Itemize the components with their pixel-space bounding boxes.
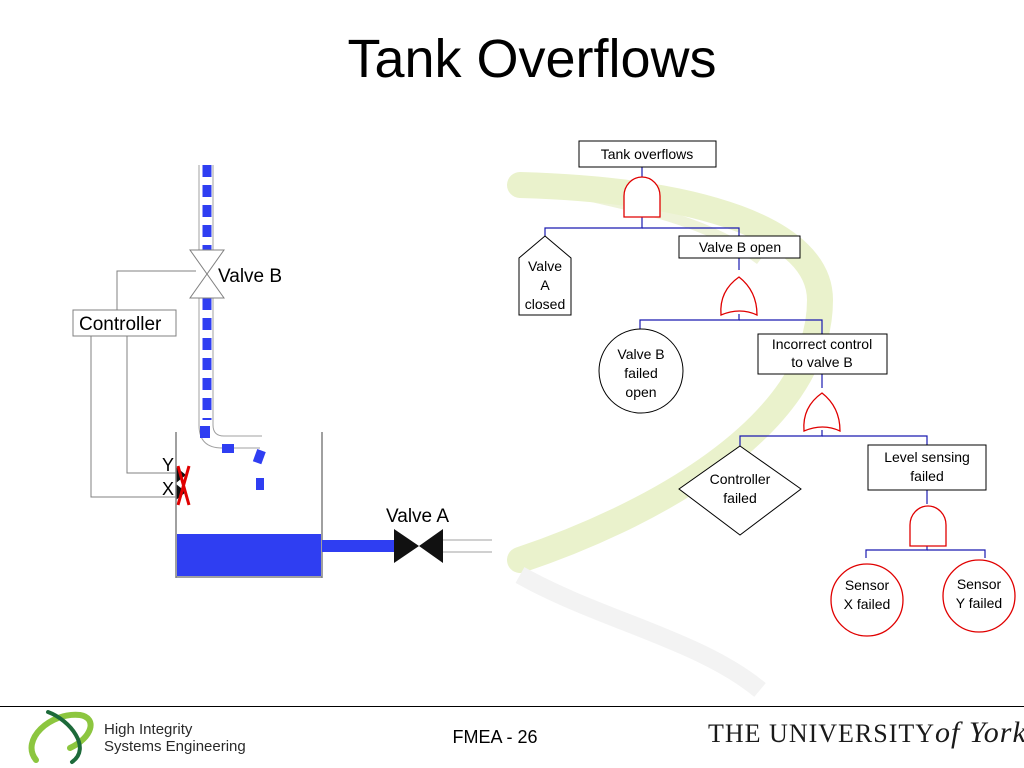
top-event-box bbox=[578, 140, 717, 168]
footer-divider bbox=[0, 706, 1024, 707]
hise-line1: High Integrity bbox=[104, 721, 193, 738]
valve-a-closed-event bbox=[518, 235, 572, 316]
controller-failed-line2: failed bbox=[723, 490, 756, 506]
tank bbox=[175, 432, 323, 578]
fault-tree: Tank overflows Valve A closed Valve B op… bbox=[518, 140, 1016, 637]
valve-a-icon bbox=[394, 529, 443, 563]
controller-failed-line1: Controller bbox=[710, 471, 771, 487]
level-sensing-failed-box bbox=[867, 444, 987, 491]
slide-title: Tank Overflows bbox=[347, 29, 717, 89]
process-diagram: Valve B Controller Y X Valve bbox=[72, 165, 492, 578]
sensor-y-label: Y bbox=[162, 455, 174, 475]
valve-a-label: Valve A bbox=[386, 506, 449, 527]
and-gate-icon bbox=[909, 505, 947, 547]
and-gate-icon bbox=[623, 176, 661, 218]
hise-logo-text: High Integrity Systems Engineering bbox=[104, 721, 246, 755]
hise-line2: Systems Engineering bbox=[104, 738, 246, 755]
sensor-y-signal bbox=[126, 336, 178, 474]
tank-fluid bbox=[177, 534, 321, 576]
incorrect-control-line1: Incorrect control bbox=[772, 336, 872, 352]
level-sensing-failed-line1: Level sensing bbox=[884, 449, 970, 465]
fault-tree-connectors bbox=[544, 167, 986, 558]
level-sensing-failed-line2: failed bbox=[910, 468, 943, 484]
sensor-x-signal bbox=[90, 336, 178, 498]
sensor-x-failed-line1: Sensor bbox=[845, 577, 890, 593]
sensor-x-failed-event bbox=[830, 563, 904, 637]
university-of-york: of York bbox=[935, 716, 1024, 749]
or-gate-icon bbox=[720, 276, 758, 317]
university-logo: THE UNIVERSITYof York bbox=[708, 716, 1024, 750]
valve-b-failed-open-event bbox=[598, 328, 684, 414]
hise-logo-icon bbox=[28, 710, 94, 764]
incorrect-control-box bbox=[757, 333, 888, 375]
sensor-x-failed-line2: X failed bbox=[844, 596, 891, 612]
top-event-label: Tank overflows bbox=[601, 146, 694, 162]
valve-b-failed-open-line3: open bbox=[625, 384, 656, 400]
incorrect-control-line2: to valve B bbox=[791, 354, 852, 370]
controller-failed-event bbox=[678, 445, 802, 536]
valve-b-icon bbox=[189, 249, 225, 299]
valve-b-open-box bbox=[678, 235, 801, 259]
valve-b-label: Valve B bbox=[218, 266, 282, 287]
valve-b-open-label: Valve B open bbox=[699, 239, 781, 255]
valve-a-closed-line3: closed bbox=[525, 296, 565, 312]
sensor-y-failed-line1: Sensor bbox=[957, 576, 1002, 592]
or-gate-icon bbox=[803, 392, 841, 433]
valve-b-failed-open-line2: failed bbox=[624, 365, 657, 381]
controller-label: Controller bbox=[79, 314, 162, 335]
sensor-failed-mark-icon bbox=[176, 465, 191, 506]
valve-b-failed-open-line1: Valve B bbox=[617, 346, 664, 362]
valve-a-closed-line1: Valve bbox=[528, 258, 562, 274]
university-name: THE UNIVERSITY bbox=[708, 719, 936, 748]
page-number: FMEA - 26 bbox=[452, 727, 538, 747]
outlet-pipe-fluid bbox=[322, 540, 394, 552]
sensor-y-failed-event bbox=[942, 559, 1016, 633]
controller-box bbox=[72, 309, 177, 337]
sensor-y-failed-line2: Y failed bbox=[956, 595, 1002, 611]
sensor-x-label: X bbox=[162, 479, 174, 499]
inflow-pipe bbox=[198, 165, 266, 490]
controller-valve-b-signal bbox=[116, 270, 196, 310]
valve-a-closed-line2: A bbox=[540, 277, 550, 293]
